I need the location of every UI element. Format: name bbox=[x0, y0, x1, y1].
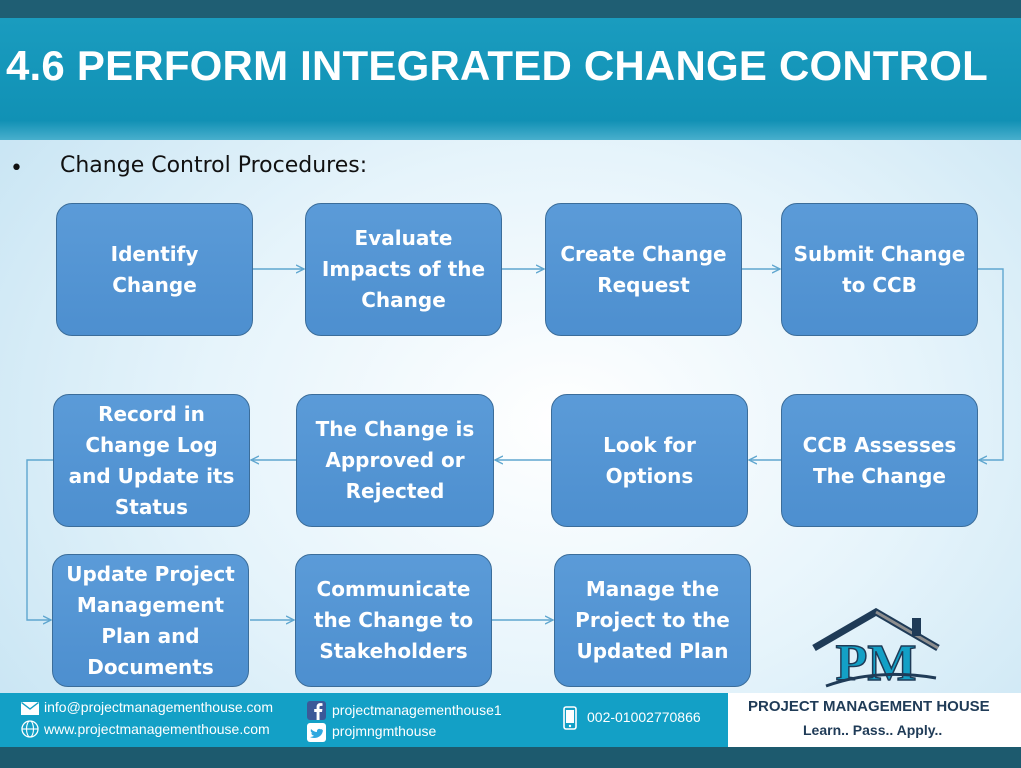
step-5-line-1: CCB Assesses bbox=[802, 432, 957, 457]
twitter-icon bbox=[307, 723, 326, 742]
step-2-line-2: Impacts of the bbox=[321, 257, 486, 281]
step-communicate-change: Communicate the Change to Stakeholders bbox=[295, 554, 492, 687]
house-logo-icon: PM bbox=[812, 608, 940, 690]
step-7-line-2: Approved or bbox=[325, 448, 465, 472]
brand-name: PROJECT MANAGEMENT HOUSE bbox=[748, 698, 990, 715]
step-5-line-2: The Change bbox=[813, 463, 946, 488]
top-bar bbox=[0, 0, 1021, 18]
mail-icon bbox=[21, 702, 39, 715]
step-4-line-2: to CCB bbox=[842, 272, 917, 297]
footer-bottom-bar bbox=[0, 747, 1021, 768]
brand-tagline: Learn.. Pass.. Apply.. bbox=[803, 722, 943, 738]
twitter-link[interactable]: projmngmthouse bbox=[332, 723, 437, 739]
connector-8-9 bbox=[26, 459, 53, 620]
slide-title: 4.6 PERFORM INTEGRATED CHANGE CONTROL bbox=[6, 42, 988, 89]
email-link[interactable]: info@projectmanagementhouse.com bbox=[44, 699, 274, 715]
step-9-line-2: Management bbox=[76, 592, 225, 617]
step-10-line-1: Communicate bbox=[316, 577, 471, 601]
facebook-link[interactable]: projectmanagementhouse1 bbox=[332, 702, 502, 718]
logo-letters: PM bbox=[836, 635, 917, 690]
step-approved-or-rejected: The Change is Approved or Rejected bbox=[296, 394, 494, 527]
step-7-line-1: The Change is bbox=[315, 417, 475, 441]
step-10-line-3: Stakeholders bbox=[319, 639, 468, 663]
step-2-line-1: Evaluate bbox=[354, 226, 453, 250]
step-8-line-2: Change Log bbox=[85, 432, 218, 457]
website-link[interactable]: www.projectmanagementhouse.com bbox=[44, 721, 270, 737]
step-11-line-2: Project to the bbox=[575, 608, 730, 632]
step-8-line-1: Record in bbox=[98, 401, 205, 426]
step-9-line-4: Documents bbox=[87, 654, 214, 679]
step-6-line-2: Options bbox=[605, 463, 694, 488]
section-subtitle: Change Control Procedures: bbox=[60, 153, 368, 178]
phone-icon bbox=[563, 706, 577, 730]
step-1-line-2: Change bbox=[112, 272, 197, 297]
step-2-line-3: Change bbox=[361, 288, 446, 312]
phone-number: 002-01002770866 bbox=[587, 709, 701, 725]
connector-4-5 bbox=[977, 268, 1004, 460]
step-submit-change-ccb: Submit Change to CCB bbox=[781, 203, 978, 336]
step-11-line-1: Manage the bbox=[585, 577, 720, 601]
step-8-line-4: Status bbox=[114, 494, 189, 519]
step-1-line-1: Identify bbox=[110, 241, 199, 266]
step-10-line-2: the Change to bbox=[313, 608, 474, 632]
step-11-line-3: Updated Plan bbox=[576, 639, 729, 663]
globe-icon bbox=[21, 720, 39, 738]
step-9-line-1: Update Project bbox=[66, 561, 235, 586]
step-9-line-3: Plan and bbox=[101, 623, 200, 648]
header-band bbox=[0, 18, 1021, 140]
step-3-line-2: Request bbox=[597, 272, 690, 297]
step-8-line-3: and Update its bbox=[68, 463, 235, 488]
footer-contact-band bbox=[0, 693, 728, 747]
step-7-line-3: Rejected bbox=[345, 479, 445, 503]
facebook-icon bbox=[307, 701, 326, 720]
header-strip bbox=[0, 120, 1021, 140]
step-4-line-1: Submit Change bbox=[793, 241, 966, 266]
footer bbox=[0, 693, 1021, 768]
step-3-line-1: Create Change bbox=[560, 241, 727, 266]
step-6-line-1: Look for bbox=[603, 432, 696, 457]
bullet-marker: • bbox=[10, 156, 23, 181]
footer-brand-band bbox=[728, 693, 1021, 747]
